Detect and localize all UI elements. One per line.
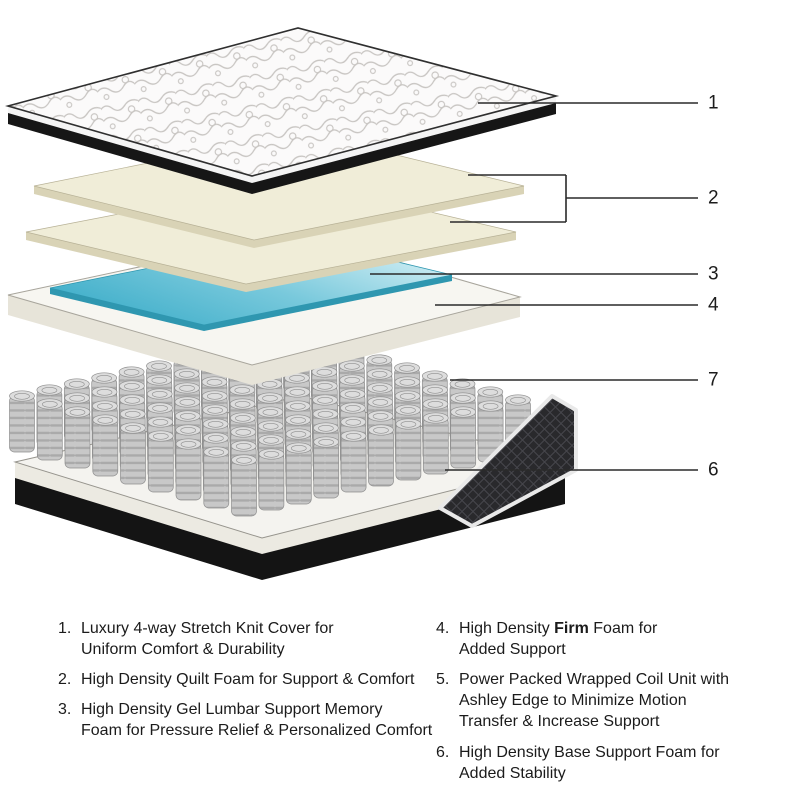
legend-item-6: 6. High Density Base Support Foam for Add… — [436, 742, 786, 784]
legend-item-text: High Density Firm Foam for Added Support — [459, 618, 657, 660]
legend-item-text: Power Packed Wrapped Coil Unit with Ashl… — [459, 671, 730, 731]
legend-item-2: 2. High Density Quilt Foam for Support & … — [58, 669, 434, 690]
legend-item-text-pre: High Density — [459, 620, 555, 637]
legend-item-number: 4. — [436, 620, 450, 637]
legend-item-number: 5. — [436, 671, 450, 689]
callout-number-6: 6 — [708, 460, 719, 481]
legend-item-number: 2. — [58, 671, 72, 689]
legend-item-4: 4. High Density Firm Foam for Added Suppo… — [436, 618, 786, 660]
legend-column-right: 4. High Density Firm Foam for Added Suppo… — [436, 618, 786, 784]
legend-item-number: 1. — [58, 620, 72, 637]
legend-item-1: 1. Luxury 4-way Stretch Knit Cover for Un… — [58, 618, 434, 660]
legend-item-text: Luxury 4-way Stretch Knit Cover for Unif… — [81, 620, 334, 659]
callout-leader-lines — [370, 102, 698, 471]
callouts: 1 2 3 4 7 6 — [370, 93, 719, 481]
edge-fabric-wedge — [438, 394, 578, 528]
mattress-exploded-diagram: 1 2 3 4 7 6 — [5, 27, 719, 580]
callout-number-2: 2 — [708, 188, 719, 209]
callout-number-1: 1 — [708, 93, 719, 114]
legend-item-text: High Density Gel Lumbar Support Memory F… — [81, 701, 433, 740]
legend-item-text: High Density Quilt Foam for Support & Co… — [81, 671, 415, 689]
legend-item-text: High Density Base Support Foam for Added… — [459, 743, 720, 782]
legend-item-5: 5. Power Packed Wrapped Coil Unit with As… — [436, 669, 786, 732]
legend-item-number: 3. — [58, 701, 72, 719]
legend-item-text-bold: Firm — [554, 620, 589, 637]
callout-number-7: 7 — [708, 370, 719, 391]
legend-column-left: 1. Luxury 4-way Stretch Knit Cover for Un… — [58, 618, 434, 742]
layer-wrapped-coil-unit — [9, 330, 531, 517]
layer-stretch-knit-cover — [5, 27, 560, 194]
legend-item-text-post: Foam for Added Support — [459, 620, 658, 659]
callout-number-4: 4 — [708, 295, 719, 316]
callout-number-3: 3 — [708, 264, 719, 285]
legend-item-3: 3. High Density Gel Lumbar Support Memory… — [58, 699, 434, 741]
legend-item-number: 6. — [436, 743, 450, 761]
